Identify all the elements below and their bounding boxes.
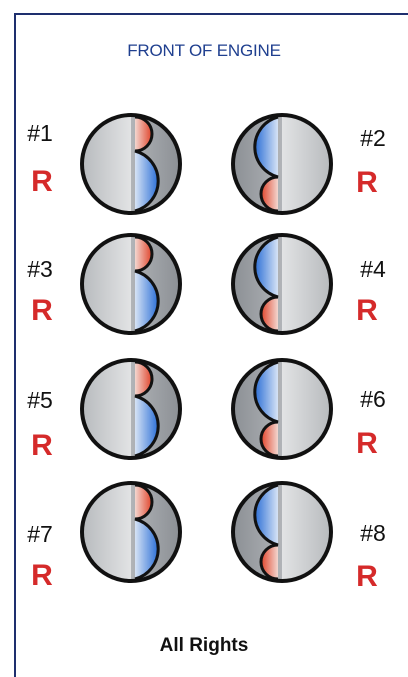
piston-6-icon — [231, 358, 333, 460]
cylinder-label-6: #6 — [360, 386, 386, 412]
piston-8-icon — [231, 481, 333, 583]
frame-top-border — [14, 13, 408, 15]
copyright-footer: All Rights — [159, 635, 249, 656]
rotation-label-1: R — [31, 165, 53, 198]
rotation-label-2: R — [356, 166, 378, 199]
rotation-label-6: R — [356, 427, 378, 460]
rotation-label-4: R — [356, 294, 378, 327]
rotation-label-5: R — [31, 429, 53, 462]
rotation-label-3: R — [31, 294, 53, 327]
cylinder-label-7: #7 — [27, 521, 53, 547]
frame-left-border — [14, 13, 16, 677]
piston-4-icon — [231, 233, 333, 335]
rotation-label-8: R — [356, 560, 378, 593]
cylinder-label-4: #4 — [360, 256, 386, 282]
piston-2-icon — [231, 113, 333, 215]
cylinder-label-8: #8 — [360, 520, 386, 546]
rotation-label-7: R — [31, 559, 53, 592]
cylinder-label-5: #5 — [27, 387, 53, 413]
cylinder-label-1: #1 — [27, 120, 53, 146]
cylinder-label-3: #3 — [27, 256, 53, 282]
piston-7-icon — [80, 481, 182, 583]
diagram-title: FRONT OF ENGINE — [127, 41, 281, 60]
piston-1-icon — [80, 113, 182, 215]
cylinder-label-2: #2 — [360, 125, 386, 151]
piston-5-icon — [80, 358, 182, 460]
piston-3-icon — [80, 233, 182, 335]
